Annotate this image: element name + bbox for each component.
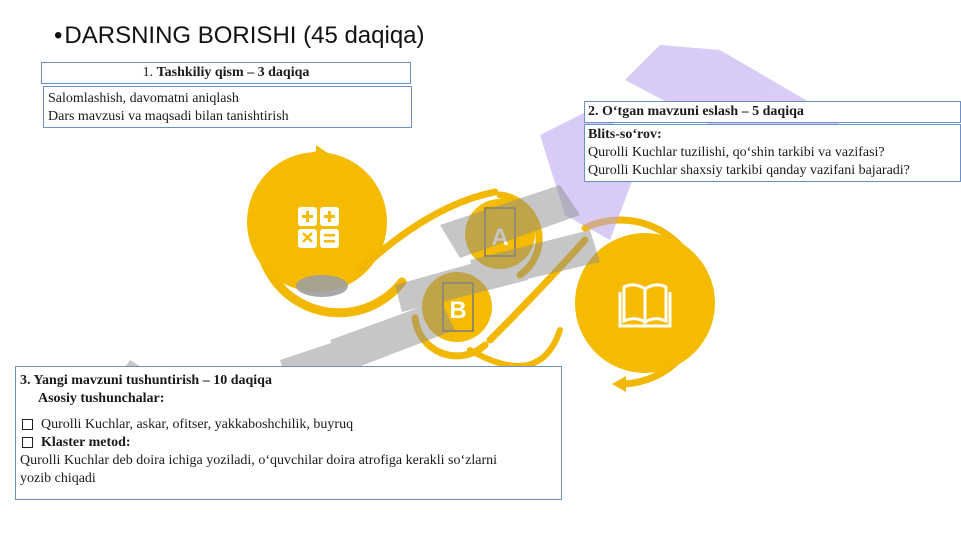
node-b-label: B: [449, 297, 466, 324]
node-a-label: A: [491, 224, 508, 251]
title-bullet: •: [54, 22, 63, 49]
node-a: A: [465, 199, 535, 269]
step2-sub: Blits-so‘rov:: [588, 127, 662, 142]
checkbox-icon: [22, 419, 33, 431]
step2-line-1: Qurolli Kuchlar tuzilishi, qo‘shin tarki…: [588, 145, 885, 160]
step1-line-1: Salomlashish, davomatni aniqlash: [48, 91, 239, 106]
node-b: B: [422, 272, 492, 342]
calculator-node: [247, 145, 407, 318]
step3-item-1-text: Qurolli Kuchlar, askar, ofitser, yakkabo…: [41, 417, 354, 432]
step3-item-1: Qurolli Kuchlar, askar, ofitser, yakkabo…: [20, 416, 557, 434]
step2-body: Blits-so‘rov: Qurolli Kuchlar tuzilishi,…: [584, 124, 961, 182]
step3-item-2-text: Klaster metod:: [41, 435, 131, 450]
step2-header: 2. O‘tgan mavzuni eslash – 5 daqiqa: [584, 101, 961, 123]
step3-box: 3. Yangi mavzuni tushuntirish – 10 daqiq…: [15, 366, 562, 500]
calculator-icon: [298, 207, 339, 248]
step2-title: 2. O‘tgan mavzuni eslash – 5 daqiqa: [588, 104, 804, 119]
step3-desc: Qurolli Kuchlar deb doira ichiga yozilad…: [20, 453, 497, 486]
step1-title: Tashkiliy qism – 3 daqiqa: [156, 65, 310, 80]
step3-item-2: Klaster metod:: [20, 434, 557, 452]
title-text: DARSNING BORISHI (45 daqiqa): [64, 22, 425, 49]
step3-header: 3. Yangi mavzuni tushuntirish – 10 daqiq…: [20, 373, 272, 388]
step1-body: Salomlashish, davomatni aniqlash Dars ma…: [43, 86, 412, 128]
step1-line-2: Dars mavzusi va maqsadi bilan tanishtiri…: [48, 109, 289, 124]
step1-number: 1.: [142, 65, 157, 80]
step3-sub: Asosiy tushunchalar:: [38, 391, 165, 406]
book-icon: [618, 283, 672, 328]
step1-header: 1. Tashkiliy qism – 3 daqiqa: [41, 62, 411, 84]
checkbox-icon: [22, 437, 33, 449]
step2-line-2: Qurolli Kuchlar shaxsiy tarkibi qanday v…: [588, 163, 910, 178]
page-title: •DARSNING BORISHI (45 daqiqa): [54, 22, 425, 50]
